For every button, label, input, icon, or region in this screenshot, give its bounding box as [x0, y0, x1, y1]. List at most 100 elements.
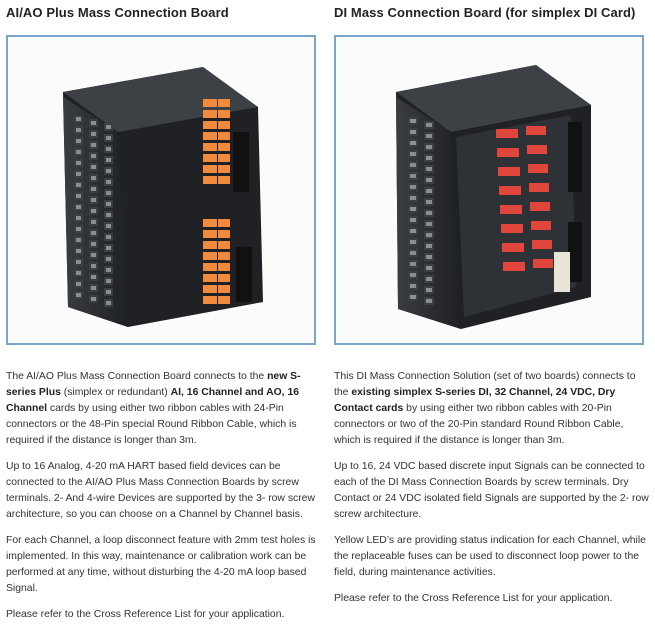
left-heading: AI/AO Plus Mass Connection Board — [6, 5, 229, 20]
orange-terminal — [218, 230, 230, 238]
fuse — [496, 129, 518, 138]
screw-head — [426, 178, 432, 182]
screw-head — [76, 128, 81, 132]
fuse — [502, 243, 524, 252]
fuse — [526, 126, 546, 135]
screw-head — [426, 222, 432, 226]
orange-terminal — [218, 143, 230, 151]
screw-head — [76, 117, 81, 121]
orange-terminal — [203, 252, 217, 260]
screw-head — [410, 284, 416, 288]
orange-terminal — [218, 252, 230, 260]
screw-head — [106, 290, 111, 294]
orange-terminal — [203, 230, 217, 238]
orange-terminal — [203, 263, 217, 271]
screw-head — [426, 299, 432, 303]
screw-head — [106, 191, 111, 195]
screw-head — [91, 286, 96, 290]
left-column: AI/AO Plus Mass Connection Board — [6, 0, 316, 28]
orange-terminal — [203, 219, 217, 227]
orange-terminal — [218, 241, 230, 249]
orange-terminal — [203, 285, 217, 293]
screw-head — [76, 293, 81, 297]
screw-head — [91, 121, 96, 125]
screw-head — [410, 229, 416, 233]
fuse — [499, 186, 521, 195]
fuse — [503, 262, 525, 271]
screw-head — [426, 266, 432, 270]
screw-head — [410, 295, 416, 299]
screw-head — [410, 240, 416, 244]
fuse — [531, 221, 551, 230]
screw-head — [76, 216, 81, 220]
orange-terminal — [218, 219, 230, 227]
screw-head — [76, 227, 81, 231]
screw-head — [426, 211, 432, 215]
orange-terminal — [218, 132, 230, 140]
screw-head — [426, 167, 432, 171]
screw-head — [410, 163, 416, 167]
screw-head — [106, 147, 111, 151]
orange-terminal — [203, 241, 217, 249]
left-paragraph-3: For each Channel, a loop disconnect feat… — [6, 535, 316, 594]
screw-head — [410, 273, 416, 277]
screw-head — [91, 275, 96, 279]
fuse — [497, 148, 519, 157]
fuse — [498, 167, 520, 176]
screw-head — [106, 180, 111, 184]
right-column: DI Mass Connection Board (for simplex DI… — [334, 0, 644, 28]
orange-terminal — [203, 296, 217, 304]
orange-terminal — [218, 99, 230, 107]
left-paragraph-4: Please refer to the Cross Reference List… — [6, 609, 285, 620]
screw-head — [91, 297, 96, 301]
screw-head — [426, 288, 432, 292]
screw-head — [91, 231, 96, 235]
screw-head — [76, 238, 81, 242]
ribbon-connector-upper — [233, 132, 249, 192]
right-heading: DI Mass Connection Board (for simplex DI… — [334, 5, 636, 20]
orange-terminal — [218, 110, 230, 118]
screw-head — [106, 202, 111, 206]
screw-head — [106, 235, 111, 239]
screw-head — [106, 169, 111, 173]
screw-head — [91, 132, 96, 136]
screw-head — [76, 183, 81, 187]
white-connector — [554, 252, 570, 292]
screw-head — [410, 174, 416, 178]
screw-head — [426, 244, 432, 248]
screw-head — [426, 255, 432, 259]
orange-terminal — [203, 165, 217, 173]
fuse — [529, 183, 549, 192]
screw-head — [410, 185, 416, 189]
screw-head — [106, 257, 111, 261]
screw-head — [91, 187, 96, 191]
orange-terminal — [203, 176, 217, 184]
right-text: This DI Mass Connection Solution (set of… — [334, 369, 650, 617]
orange-terminal — [203, 143, 217, 151]
screw-head — [106, 125, 111, 129]
orange-terminal — [203, 154, 217, 162]
screw-head — [410, 251, 416, 255]
orange-terminal — [218, 285, 230, 293]
screw-head — [410, 218, 416, 222]
screw-head — [426, 200, 432, 204]
screw-head — [76, 150, 81, 154]
ai-ao-board-photo — [63, 67, 263, 327]
screw-head — [91, 165, 96, 169]
screw-head — [76, 172, 81, 176]
screw-head — [91, 154, 96, 158]
screw-head — [426, 156, 432, 160]
orange-terminal — [203, 274, 217, 282]
fuse — [501, 224, 523, 233]
orange-terminal — [203, 110, 217, 118]
screw-head — [426, 233, 432, 237]
orange-terminal — [218, 176, 230, 184]
screw-head — [426, 189, 432, 193]
screw-head — [91, 264, 96, 268]
screw-head — [106, 224, 111, 228]
screw-head — [76, 139, 81, 143]
ribbon-connector-upper — [568, 122, 582, 192]
right-paragraph-4: Please refer to the Cross Reference List… — [334, 593, 613, 604]
right-paragraph-3: Yellow LED’s are providing status indica… — [334, 535, 646, 578]
screw-head — [106, 268, 111, 272]
